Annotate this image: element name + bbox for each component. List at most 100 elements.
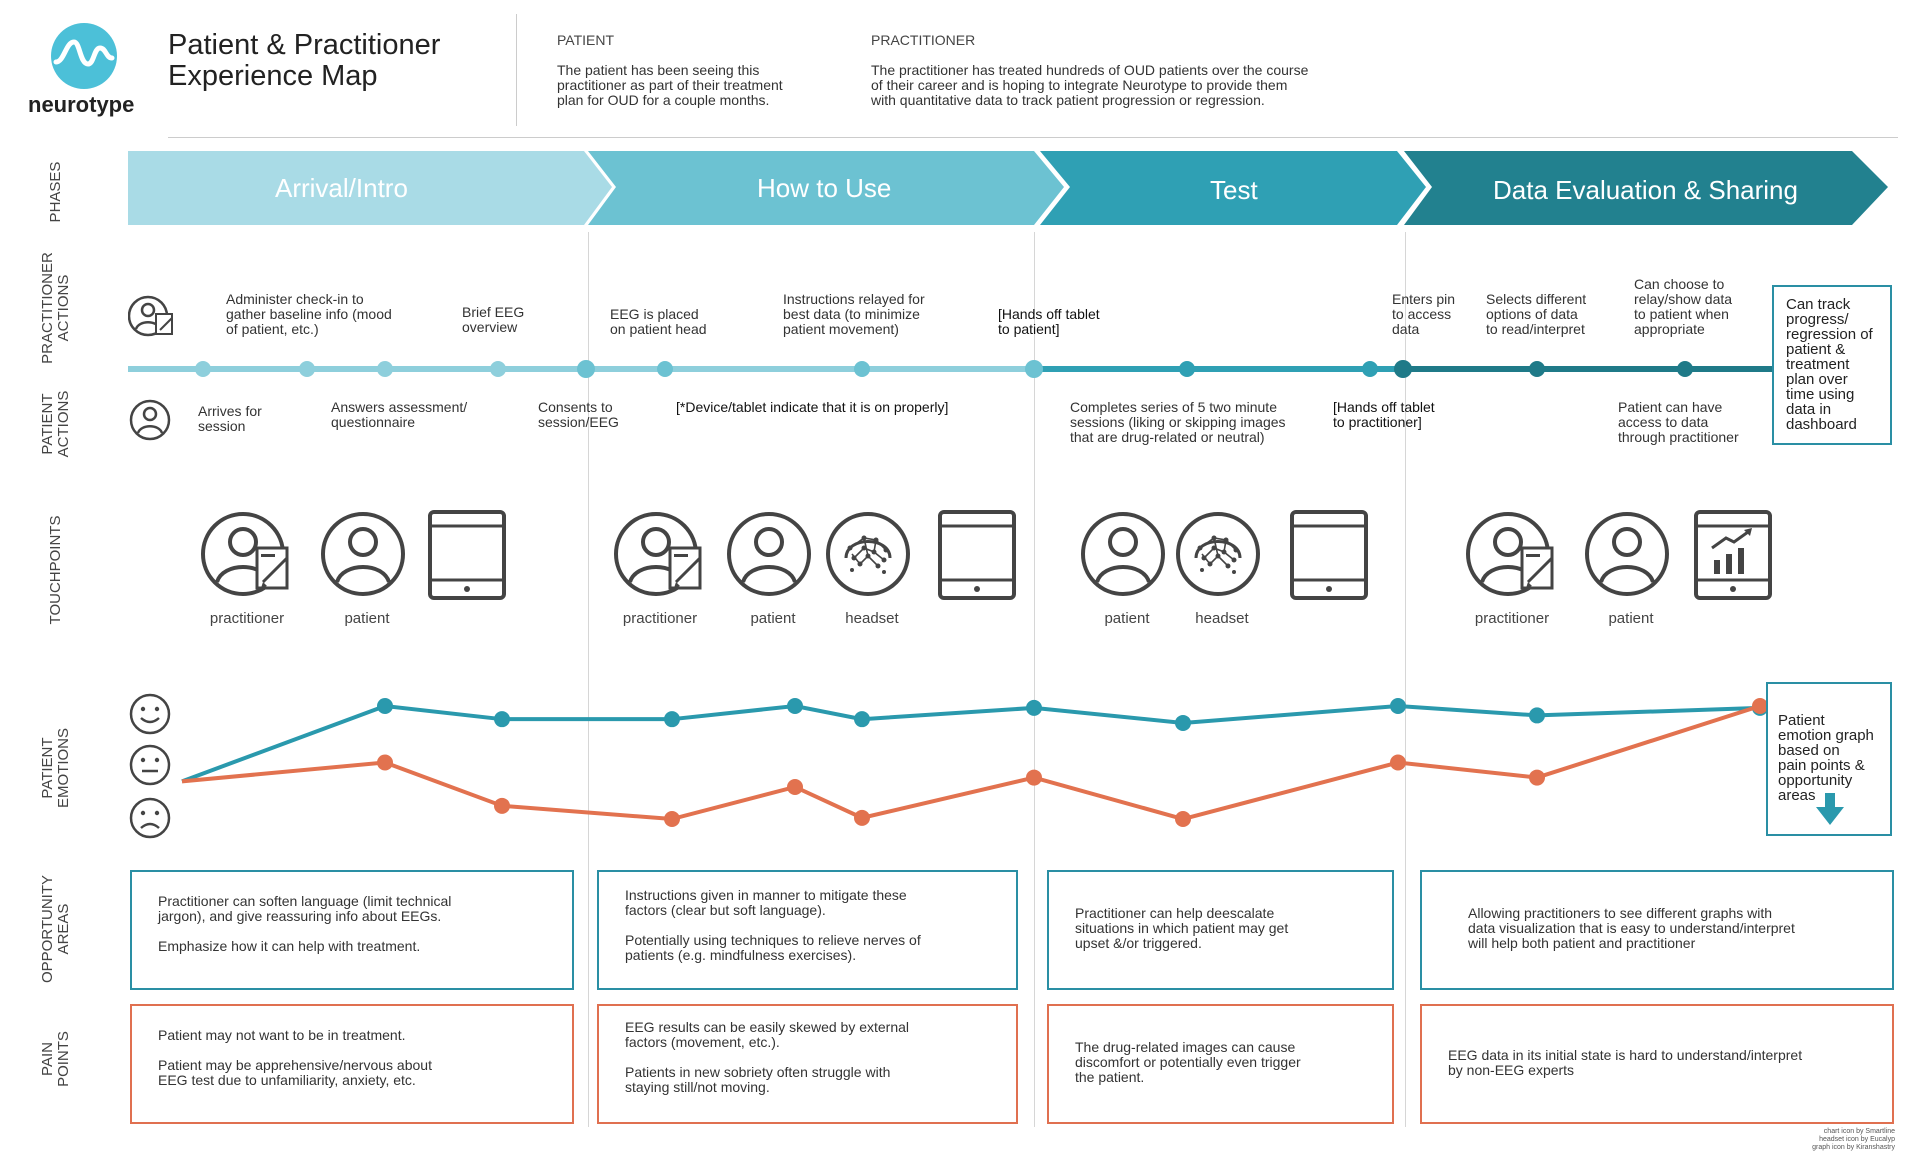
opportunity-box: Instructions given in manner to mitigate… [597, 870, 1018, 990]
practitioner-row-icon [128, 295, 173, 337]
practitioner-action: Enters pin to access data [1392, 291, 1456, 337]
practitioner-action: [Hands off tablet to patient] [998, 306, 1100, 337]
opportunity-box: Practitioner can soften language (limit … [130, 870, 574, 990]
neutral-face-icon [129, 744, 171, 786]
emotion-opportunity-point [1175, 714, 1191, 731]
phase-chevron-4 [1404, 151, 1888, 225]
touchpoint: patient [1079, 508, 1175, 638]
opportunity-box: Practitioner can help deescalate situati… [1047, 870, 1394, 990]
emotion-pain-point [494, 797, 510, 814]
phase-label-2: How to Use [757, 173, 892, 203]
patient-icon [1081, 512, 1165, 596]
touchpoint [418, 508, 514, 638]
touchpoint [1280, 508, 1376, 638]
timeline-node [490, 361, 506, 377]
touchpoint: practitioner [199, 508, 295, 638]
patient-action: Patient can have access to data through … [1618, 399, 1739, 445]
chart-tablet-icon [1694, 510, 1772, 600]
emotion-note-text: Patient emotion graph based on pain poin… [1778, 712, 1874, 804]
touchpoint [1684, 508, 1780, 638]
timeline-node [657, 361, 673, 377]
emotion-pain-point [787, 778, 803, 795]
touchpoint-label: headset [845, 610, 899, 627]
patient-icon [321, 512, 405, 596]
timeline-node [1179, 361, 1195, 377]
patient-action: Completes series of 5 two minute session… [1070, 399, 1286, 445]
patient-description: The patient has been seeing this practit… [557, 62, 783, 108]
timeline-node [1677, 361, 1693, 377]
headset-icon [1176, 512, 1260, 596]
phase-chevron-2 [588, 151, 1064, 225]
emotion-pain-point [854, 809, 870, 826]
patient-icon [727, 512, 811, 596]
touchpoint: patient [1583, 508, 1679, 638]
practitioner-icon [614, 512, 702, 596]
timeline-node [299, 361, 315, 377]
touchpoint-label: practitioner [622, 610, 698, 627]
emotion-pain-line [181, 704, 1761, 822]
touchpoint: patient [725, 508, 821, 638]
touchpoint: headset [824, 508, 920, 638]
emotion-opportunity-point [1390, 698, 1406, 714]
emotion-opportunity-point [1529, 707, 1545, 724]
emotion-opportunity-point [494, 711, 510, 728]
phase-chevron-3 [1040, 151, 1426, 225]
phase-label-1: Arrival/Intro [275, 173, 408, 203]
touchpoint-label: practitioner [1474, 610, 1550, 627]
patient-action: Answers assessment/ questionnaire [331, 399, 468, 430]
touchpoint [928, 508, 1024, 638]
emotion-opportunity-point [377, 698, 393, 714]
timeline-node [1025, 360, 1043, 378]
emotion-opportunity-point [787, 698, 803, 714]
emotion-opportunity-line [181, 703, 1761, 784]
emotion-opportunity-point [664, 711, 680, 728]
opportunity-box: Allowing practitioners to see different … [1420, 870, 1894, 990]
practitioner-action: EEG is placed on patient head [610, 306, 707, 337]
touchpoint-label: patient [1608, 610, 1654, 627]
practitioner-description: The practitioner has treated hundreds of… [871, 62, 1309, 108]
phase-label-3: Test [1210, 175, 1258, 205]
neurotype-logo-icon [51, 23, 117, 89]
timeline-node [1529, 361, 1545, 377]
practitioner-icon [1466, 512, 1554, 596]
end-note: Can track progress/ regression of patien… [1772, 285, 1892, 445]
down-arrow-icon [1816, 793, 1844, 825]
pain-point-box: Patient may not want to be in treatment.… [130, 1004, 574, 1124]
practitioner-action: Administer check-in to gather baseline i… [226, 291, 392, 337]
emotion-pain-point [1752, 698, 1768, 714]
timeline-node [377, 361, 393, 377]
emotion-opportunity-point [1026, 699, 1042, 716]
emotion-pain-point [377, 754, 393, 771]
practitioner-action: Brief EEG overview [462, 304, 525, 335]
practitioner-action: Instructions relayed for best data (to m… [783, 291, 925, 337]
emotion-opportunity-point [854, 711, 870, 728]
touchpoint-label: patient [1104, 610, 1150, 627]
header-divider [516, 14, 517, 126]
touchpoint: practitioner [1464, 508, 1560, 638]
timeline-node [854, 361, 870, 377]
patient-action: [Hands off tablet to practitioner] [1333, 399, 1435, 430]
patient-action: [*Device/tablet indicate that it is on p… [676, 399, 949, 415]
patient-row-icon [129, 399, 171, 441]
practitioner-action: Selects different options of data to rea… [1486, 291, 1587, 337]
patient-action: Consents to session/EEG [538, 399, 619, 430]
patient-icon [1585, 512, 1669, 596]
happy-face-icon [129, 693, 171, 735]
phase-chevron-1 [128, 151, 612, 225]
page-title: Patient & Practitioner Experience Map [168, 29, 441, 92]
headset-icon [826, 512, 910, 596]
pain-point-box: EEG data in its initial state is hard to… [1420, 1004, 1894, 1124]
phases-bar [128, 151, 1888, 225]
timeline-node [1394, 360, 1412, 378]
practitioner-action: Can choose to relay/show data to patient… [1634, 276, 1733, 337]
pain-point-box: The drug-related images can cause discom… [1047, 1004, 1394, 1124]
phase-divider-1 [588, 232, 589, 1127]
emotion-pain-point [664, 811, 680, 827]
tablet-icon [1290, 510, 1368, 600]
phase-divider-2 [1034, 232, 1035, 1127]
touchpoint-label: headset [1195, 610, 1249, 627]
touchpoint-label: practitioner [209, 610, 285, 627]
phase-divider-3 [1405, 232, 1406, 1127]
touchpoint: practitioner [612, 508, 708, 638]
